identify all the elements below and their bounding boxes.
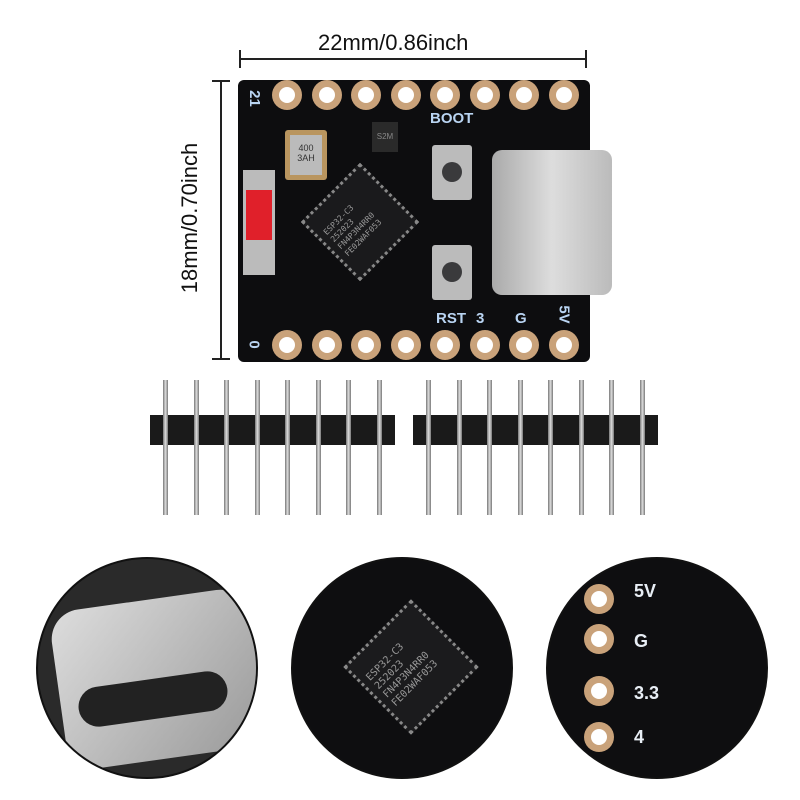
pin-hole	[390, 330, 421, 360]
pin-hole	[584, 676, 614, 706]
pin-hole	[469, 80, 500, 110]
pin-hole	[509, 330, 539, 360]
header-pin	[254, 380, 260, 515]
pin-hole	[430, 330, 460, 360]
inset-label-g: G	[634, 631, 649, 651]
pin-hole	[272, 330, 302, 360]
header-pin	[517, 380, 523, 515]
inset-label-3v3: 3.3	[634, 683, 660, 703]
pin-hole	[351, 330, 381, 360]
pin-hole	[311, 80, 342, 110]
pin-label-g: G	[515, 310, 527, 327]
pin-hole	[584, 624, 614, 654]
height-dimension-line	[220, 80, 222, 360]
pin-header-left	[150, 415, 395, 445]
pin-hole	[311, 330, 342, 360]
header-pin	[193, 380, 199, 515]
height-dimension-label: 18mm/0.70inch	[177, 142, 202, 294]
regulator: S2M	[372, 122, 398, 152]
pin-hole	[272, 80, 302, 110]
header-pin	[456, 380, 462, 515]
header-pin	[609, 380, 614, 515]
pin-hole	[430, 80, 460, 110]
header-pin	[639, 380, 645, 515]
pin-hole	[390, 80, 421, 110]
width-dimension-label: 22mm/0.86inch	[318, 30, 469, 55]
pin-label-0: 0	[245, 340, 263, 349]
header-pin	[163, 380, 168, 515]
header-pin	[315, 380, 321, 515]
inset-pin-labels-closeup: 5V G 3.3 4	[546, 557, 768, 779]
header-pin	[376, 380, 382, 515]
usb-c-connector	[492, 150, 612, 295]
reset-button	[432, 245, 472, 300]
crystal: 400 3AH	[285, 130, 327, 180]
header-pin	[578, 380, 584, 515]
pin-hole	[469, 330, 500, 360]
header-pin	[346, 380, 351, 515]
inset-label-5v: 5V	[634, 581, 657, 601]
pin-label-21: 21	[245, 90, 263, 107]
pin-hole	[509, 80, 539, 110]
boot-button	[432, 145, 472, 200]
header-pin	[426, 380, 431, 515]
pin-header-right	[413, 415, 658, 445]
header-pin	[285, 380, 290, 515]
pin-hole	[584, 584, 614, 614]
dip-switch	[243, 170, 275, 275]
pin-hole	[351, 80, 381, 110]
rst-label: RST	[436, 310, 466, 327]
inset-label-4: 4	[634, 727, 645, 747]
inset-usb-c-closeup	[36, 557, 258, 779]
pin-hole	[584, 722, 614, 752]
header-pin	[548, 380, 553, 515]
pin-hole	[548, 80, 579, 110]
width-dimension-line	[240, 58, 586, 60]
header-pin	[224, 380, 229, 515]
pin-hole	[548, 330, 579, 360]
pin-label-3: 3	[476, 310, 485, 327]
pin-label-5v: 5V	[555, 305, 573, 324]
header-pin	[487, 380, 492, 515]
boot-label: BOOT	[430, 110, 474, 127]
